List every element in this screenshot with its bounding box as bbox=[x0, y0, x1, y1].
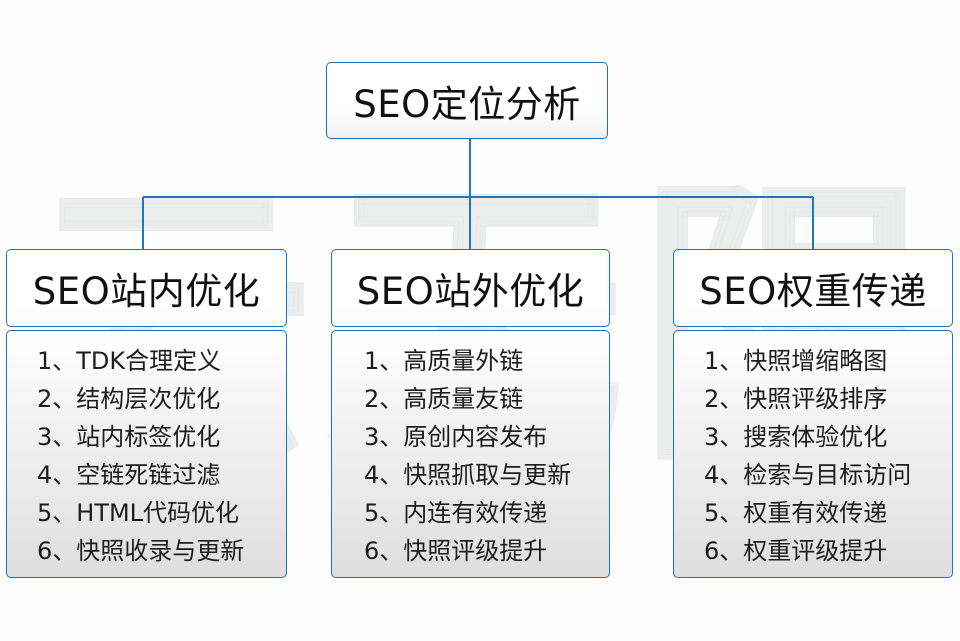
root-node[interactable]: SEO定位分析 bbox=[326, 62, 608, 139]
list-item: 4、快照抓取与更新 bbox=[364, 460, 572, 489]
list-item: 5、HTML代码优化 bbox=[37, 498, 240, 527]
root-node-label: SEO定位分析 bbox=[353, 82, 581, 126]
list-item: 5、内连有效传递 bbox=[364, 498, 548, 527]
list-item: 5、权重有效传递 bbox=[704, 498, 888, 527]
list-item: 2、高质量友链 bbox=[364, 384, 524, 413]
column-header-3[interactable]: SEO权重传递 bbox=[673, 249, 953, 327]
column-header-1[interactable]: SEO站内优化 bbox=[6, 249, 287, 327]
list-item: 4、检索与目标访问 bbox=[704, 460, 912, 489]
column-list-2: 1、高质量外链 2、高质量友链 3、原创内容发布 4、快照抓取与更新 5、内连有… bbox=[331, 330, 610, 578]
column-list-1: 1、TDK合理定义 2、结构层次优化 3、站内标签优化 4、空链死链过滤 5、H… bbox=[6, 330, 287, 578]
list-item: 2、快照评级排序 bbox=[704, 384, 888, 413]
list-item: 6、快照收录与更新 bbox=[37, 536, 245, 565]
list-item: 6、权重评级提升 bbox=[704, 536, 888, 565]
list-item: 3、搜索体验优化 bbox=[704, 422, 888, 451]
list-item: 4、空链死链过滤 bbox=[37, 460, 221, 489]
column-header-2[interactable]: SEO站外优化 bbox=[331, 249, 610, 327]
list-item: 1、快照增缩略图 bbox=[704, 347, 888, 375]
column-header-2-label: SEO站外优化 bbox=[356, 270, 585, 313]
list-item: 1、TDK合理定义 bbox=[37, 347, 222, 375]
list-item: 1、高质量外链 bbox=[364, 347, 524, 375]
column-list-3: 1、快照增缩略图 2、快照评级排序 3、搜索体验优化 4、检索与目标访问 5、权… bbox=[673, 330, 953, 578]
list-item: 3、原创内容发布 bbox=[364, 422, 548, 451]
column-header-1-label: SEO站内优化 bbox=[32, 270, 261, 313]
column-header-3-label: SEO权重传递 bbox=[699, 270, 927, 313]
list-item: 2、结构层次优化 bbox=[37, 384, 221, 413]
list-item: 3、站内标签优化 bbox=[37, 422, 221, 451]
list-item: 6、快照评级提升 bbox=[364, 536, 548, 565]
